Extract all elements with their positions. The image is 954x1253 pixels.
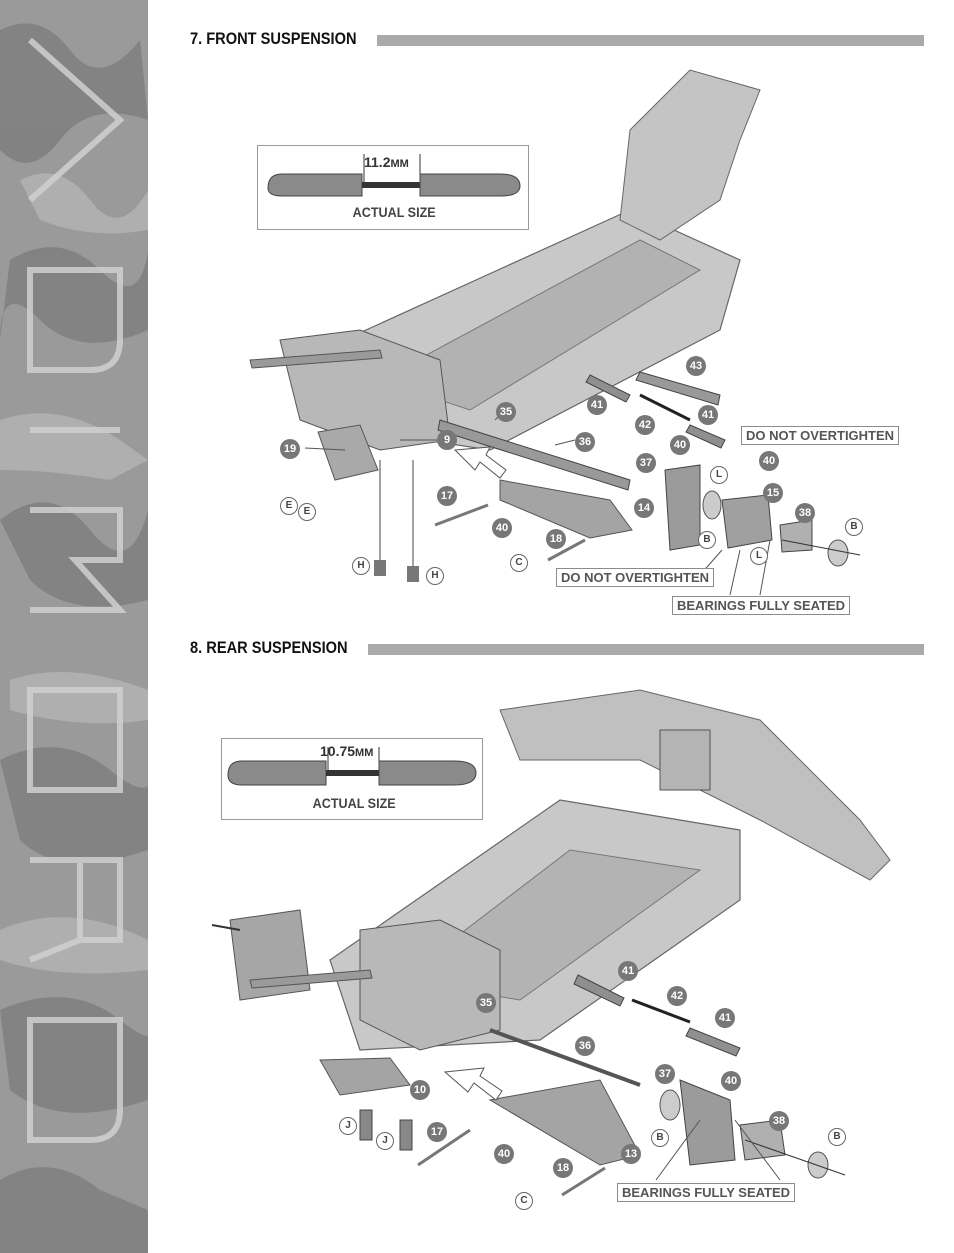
warning-label: DO NOT OVERTIGHTEN	[741, 426, 900, 445]
camo-texture	[0, 23, 148, 1253]
part-callout: 40	[494, 1144, 514, 1164]
bearings-note: BEARINGS FULLY SEATED	[617, 1183, 796, 1202]
bearings-note: BEARINGS FULLY SEATED	[672, 596, 851, 615]
part-callout: 40	[721, 1071, 741, 1091]
section-title-rear: 8. REAR SUSPENSION	[190, 638, 348, 657]
actual-size-box-front: 11.2MM ACTUAL SIZE	[257, 145, 529, 230]
turnbuckle-drawing	[267, 154, 521, 197]
part-callout: 35	[496, 402, 516, 422]
hardware-letter: C	[515, 1192, 533, 1210]
part-callout: 43	[686, 356, 706, 376]
hardware-letter: L	[710, 466, 728, 484]
part-callout: 18	[553, 1158, 573, 1178]
turnbuckle-length: 10.75MM	[320, 743, 374, 759]
turnbuckle-drawing	[227, 747, 477, 786]
hardware-letter: E	[298, 503, 316, 521]
part-callout: 35	[476, 993, 496, 1013]
part-callout: 38	[769, 1111, 789, 1131]
hardware-letter: C	[510, 554, 528, 572]
part-callout: 14	[634, 498, 654, 518]
hardware-letter: B	[845, 518, 863, 536]
hardware-letter: J	[376, 1132, 394, 1150]
hardware-letter: B	[698, 531, 716, 549]
part-callout: 17	[427, 1122, 447, 1142]
part-callout: 13	[621, 1144, 641, 1164]
part-callout: 36	[575, 432, 595, 452]
hardware-letter: E	[280, 497, 298, 515]
turnbuckle-length: 11.2MM	[364, 154, 409, 170]
part-callout: 15	[763, 483, 783, 503]
hardware-letter: J	[339, 1117, 357, 1135]
part-callout: 9	[437, 430, 457, 450]
part-callout: 37	[636, 453, 656, 473]
part-callout: 41	[698, 405, 718, 425]
actual-size-caption: ACTUAL SIZE	[352, 204, 436, 220]
section-rule	[368, 644, 924, 655]
part-callout: 19	[280, 439, 300, 459]
part-callout: 38	[795, 503, 815, 523]
actual-size-box-rear: 10.75MM ACTUAL SIZE	[221, 738, 483, 820]
part-callout: 42	[667, 986, 687, 1006]
hardware-letter: H	[426, 567, 444, 585]
section-rule	[377, 35, 924, 46]
hardware-letter: L	[750, 547, 768, 565]
part-callout: 41	[618, 961, 638, 981]
part-callout: 41	[587, 395, 607, 415]
part-callout: 40	[759, 451, 779, 471]
part-callout: 41	[715, 1008, 735, 1028]
actual-size-caption: ACTUAL SIZE	[312, 795, 396, 811]
section-title-front: 7. FRONT SUSPENSION	[190, 29, 357, 48]
part-callout: 17	[437, 486, 457, 506]
part-callout: 10	[410, 1080, 430, 1100]
part-callout: 40	[670, 435, 690, 455]
part-callout: 18	[546, 529, 566, 549]
warning-label: DO NOT OVERTIGHTEN	[556, 568, 715, 587]
brand-sidebar	[0, 0, 148, 1253]
hardware-letter: B	[828, 1128, 846, 1146]
part-callout: 36	[575, 1036, 595, 1056]
part-callout: 40	[492, 518, 512, 538]
part-callout: 37	[655, 1064, 675, 1084]
hardware-letter: B	[651, 1129, 669, 1147]
part-callout: 42	[635, 415, 655, 435]
hardware-letter: H	[352, 557, 370, 575]
